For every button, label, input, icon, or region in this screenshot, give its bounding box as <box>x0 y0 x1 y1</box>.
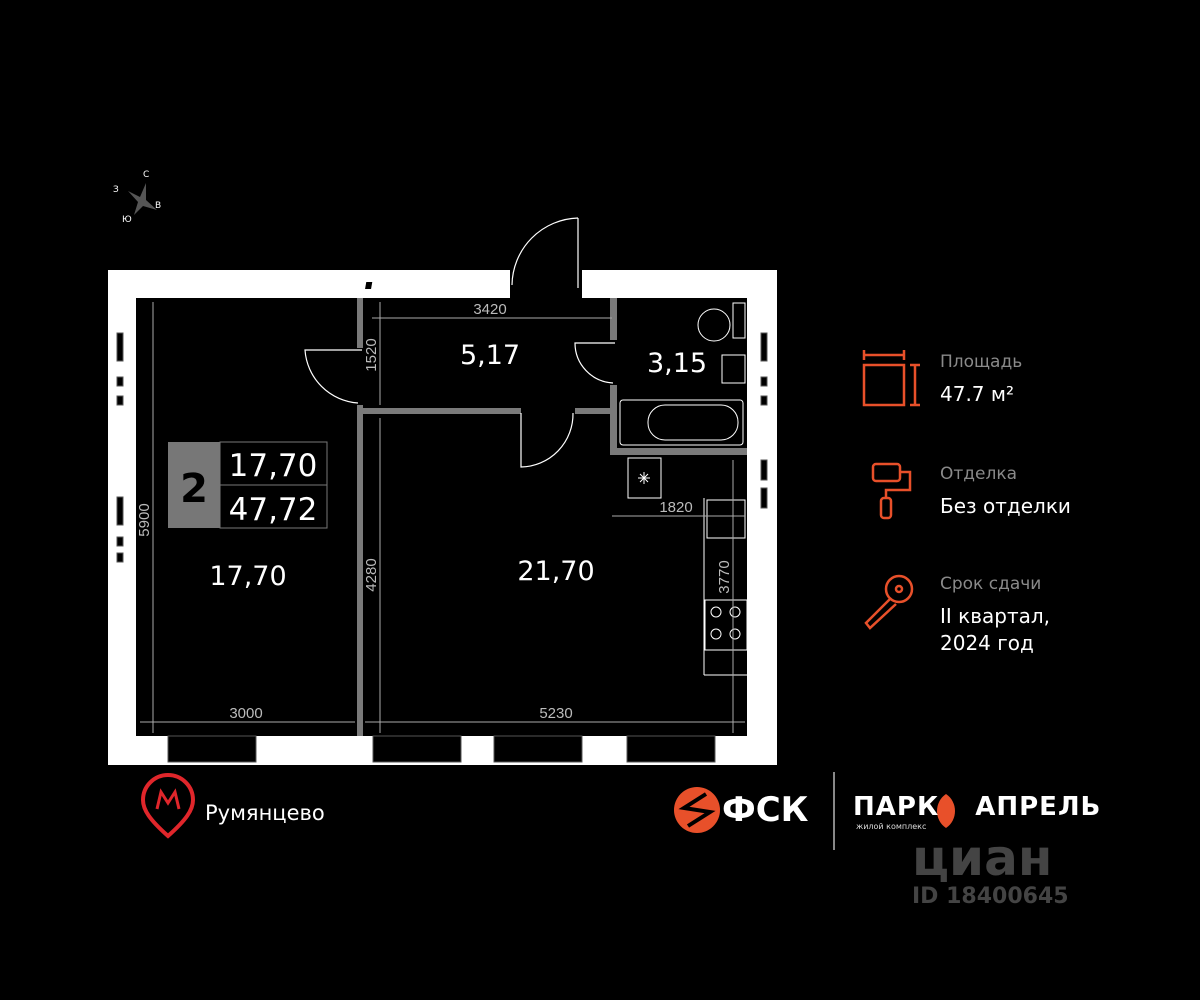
room-area-kitchen-living: 21,70 <box>517 556 594 587</box>
dimension-lines <box>140 302 745 733</box>
kitchen-sink-icon <box>706 499 746 539</box>
info-value: 47.7 м² <box>940 382 1014 406</box>
partitions <box>357 298 747 736</box>
compass-north: С <box>143 170 149 180</box>
ventilation-icon <box>638 472 650 484</box>
watermark-logo: циан <box>912 829 1053 887</box>
living-area: 17,70 <box>229 448 318 484</box>
info-area: Площадь 47.7 м² <box>940 351 1022 408</box>
compass-east: В <box>155 201 161 211</box>
total-area: 47,72 <box>229 492 318 528</box>
info-label: Срок сдачи <box>940 574 1042 594</box>
complex-logo-subtitle: жилой комплекс <box>856 822 927 831</box>
windows <box>116 332 768 763</box>
dim-5230: 5230 <box>539 705 572 722</box>
dim-5900: 5900 <box>136 503 153 536</box>
metro-station: Румянцево <box>205 801 325 825</box>
paint-roller-icon <box>871 462 912 520</box>
bathtub-icon <box>619 399 744 446</box>
info-label: Площадь <box>940 352 1023 372</box>
developer-logo: ФСК <box>722 790 809 830</box>
watermark-id: ID 18400645 <box>912 884 1069 909</box>
complex-logo: ПАРК АПРЕЛЬ <box>853 794 1101 820</box>
compass-west: З <box>113 185 119 195</box>
toilet-icon <box>697 308 731 342</box>
info-finish: Отделка Без отделки <box>940 463 1071 520</box>
dim-1820: 1820 <box>659 499 692 516</box>
info-value: II квартал, 2024 год <box>940 604 1051 655</box>
metro-icon <box>140 773 196 839</box>
room-area-hall: 5,17 <box>460 340 520 371</box>
stove-icon <box>704 599 748 651</box>
room-area-bathroom: 3,15 <box>647 348 707 379</box>
bathroom-fixtures <box>619 302 748 676</box>
doors <box>304 217 615 468</box>
dim-4280: 4280 <box>363 558 380 591</box>
dim-3770: 3770 <box>716 560 733 593</box>
area-icon <box>862 350 920 407</box>
compass: С З В Ю <box>113 170 161 225</box>
sink-icon <box>721 354 746 384</box>
apartment-label: 2 17,70 47,72 <box>168 441 328 529</box>
complex-logo-text: ПАРК АПРЕЛЬ <box>853 792 1102 822</box>
info-value: Без отделки <box>940 494 1071 518</box>
dim-3000: 3000 <box>229 705 262 722</box>
leaf-icon <box>937 794 955 828</box>
info-deadline: Срок сдачи II квартал, 2024 год <box>940 573 1090 657</box>
dimension-labels: 3420 1520 5900 4280 3000 5230 1820 3770 <box>136 301 733 722</box>
compass-south: Ю <box>122 215 132 225</box>
dim-3420: 3420 <box>473 301 506 318</box>
rooms-count: 2 <box>180 466 208 512</box>
dim-1520: 1520 <box>363 338 380 371</box>
key-icon <box>864 574 914 630</box>
fsk-logo-icon <box>674 787 720 833</box>
room-area-bedroom: 17,70 <box>209 561 286 592</box>
info-label: Отделка <box>940 464 1018 484</box>
